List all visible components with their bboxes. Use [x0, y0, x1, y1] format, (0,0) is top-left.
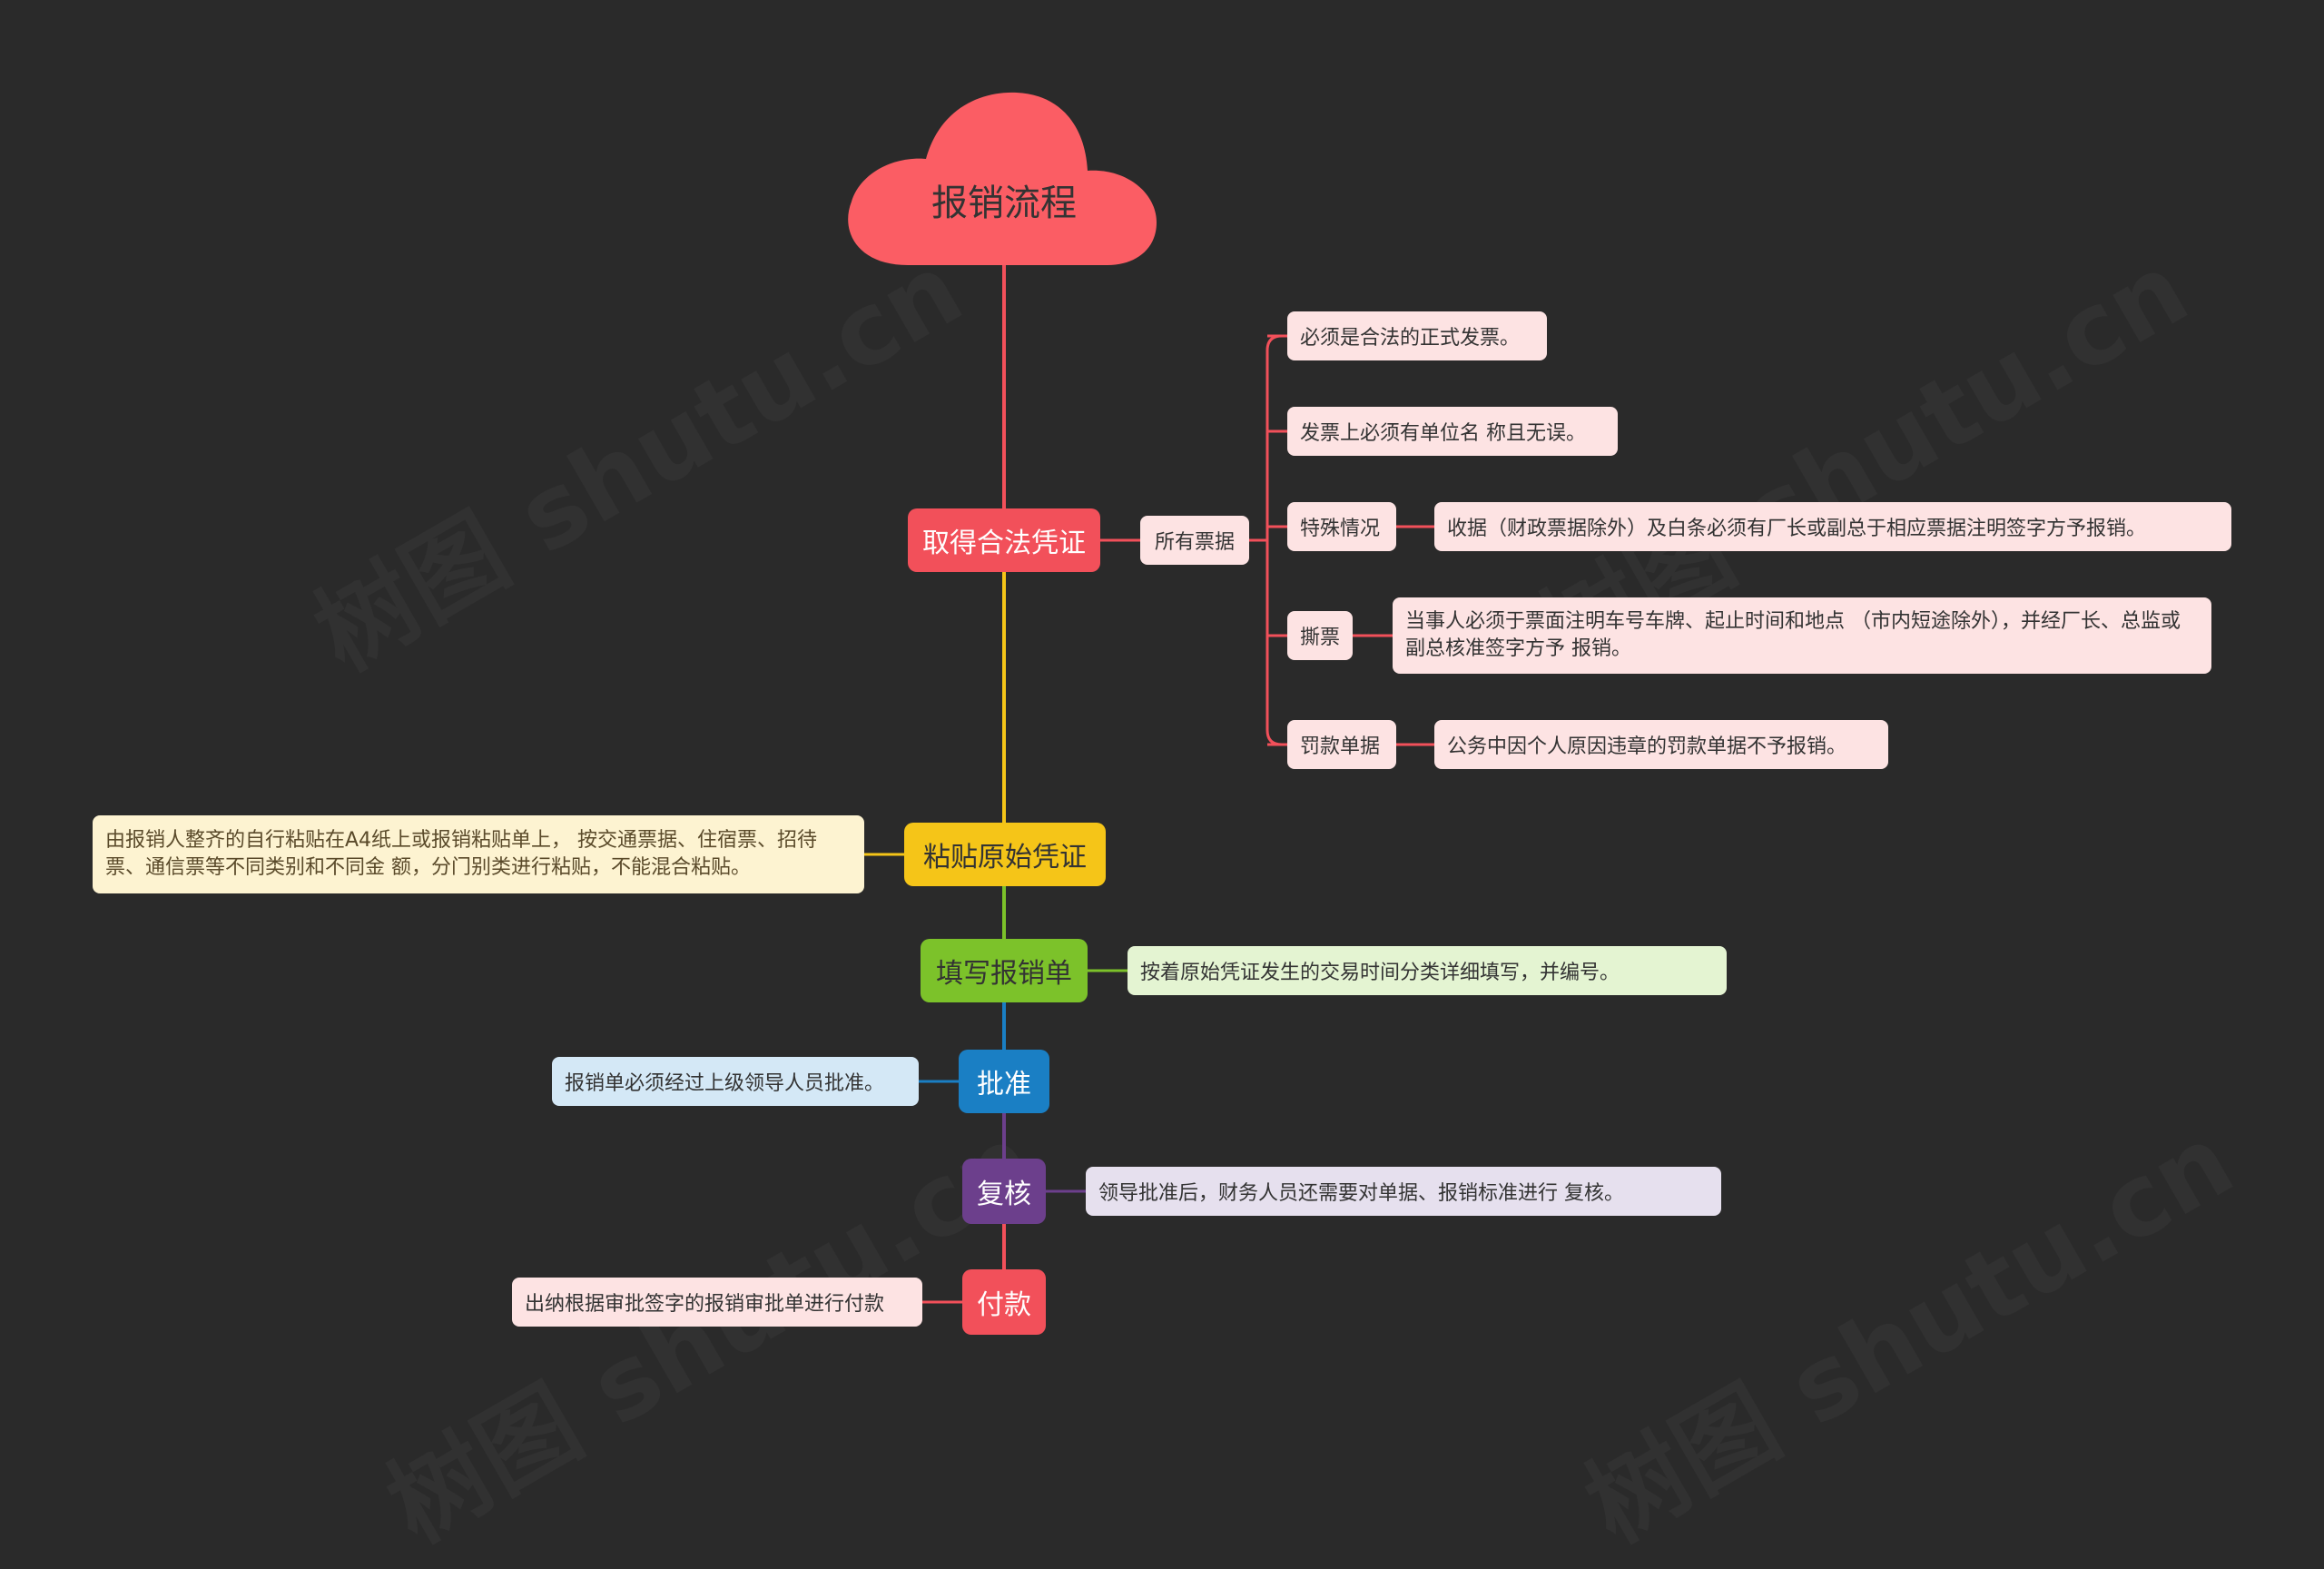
note-payment[interactable]: 出纳根据审批签字的报销审批单进行付款: [512, 1278, 922, 1327]
root-title: 报销流程: [931, 183, 1077, 224]
item-legal-invoice[interactable]: 必须是合法的正式发票。: [1287, 311, 1547, 360]
detail-fine-bill[interactable]: 公务中因个人原因违章的罚款单据不予报销。: [1434, 720, 1888, 769]
detail-special-case[interactable]: 收据（财政票据除外）及白条必须有厂长或副总于相应票据注明签字方予报销。: [1434, 502, 2231, 551]
step-paste-voucher[interactable]: 粘贴原始凭证: [904, 823, 1106, 886]
item-fine-bill[interactable]: 罚款单据: [1287, 720, 1396, 769]
item-tear-ticket[interactable]: 撕票: [1287, 611, 1353, 660]
step-payment[interactable]: 付款: [962, 1269, 1046, 1335]
detail-tear-ticket[interactable]: 当事人必须于票面注明车号车牌、起止时间和地点 （市内短途除外），并经厂长、总监或…: [1393, 597, 2211, 674]
mindmap-connectors: [848, 92, 1434, 1304]
note-fill-form[interactable]: 按着原始凭证发生的交易时间分类详细填写，并编号。: [1128, 946, 1727, 995]
sub-all-receipts[interactable]: 所有票据: [1140, 516, 1249, 565]
note-paste-voucher[interactable]: 由报销人整齐的自行粘贴在A4纸上或报销粘贴单上， 按交通票据、住宿票、招待票、通…: [93, 815, 864, 893]
step-obtain-voucher[interactable]: 取得合法凭证: [908, 508, 1100, 572]
bracket-spine: [1265, 334, 1283, 746]
item-unit-name[interactable]: 发票上必须有单位名 称且无误。: [1287, 407, 1618, 456]
step-approve[interactable]: 批准: [959, 1050, 1049, 1113]
note-review[interactable]: 领导批准后，财务人员还需要对单据、报销标准进行 复核。: [1086, 1167, 1721, 1216]
item-special-case[interactable]: 特殊情况: [1287, 502, 1396, 551]
root-cloud: [848, 92, 1157, 265]
step-fill-form[interactable]: 填写报销单: [921, 939, 1088, 1002]
step-review[interactable]: 复核: [962, 1159, 1046, 1224]
note-approve[interactable]: 报销单必须经过上级领导人员批准。: [552, 1057, 919, 1106]
